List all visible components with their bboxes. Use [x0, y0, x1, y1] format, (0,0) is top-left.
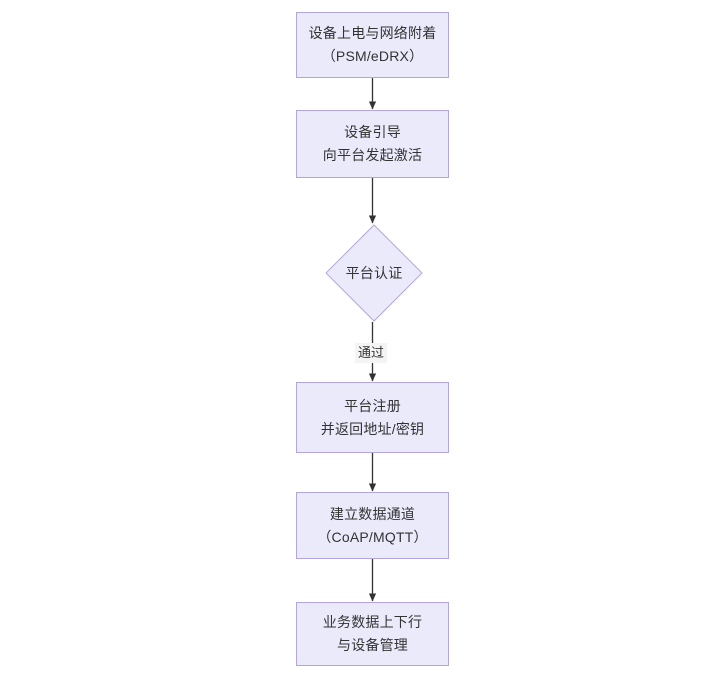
node-label: 设备引导 向平台发起激活	[322, 124, 423, 163]
node-label: 平台注册 并返回地址/密钥	[320, 397, 425, 437]
node-platform-authentication-decision[interactable]: 平台认证	[325, 224, 423, 322]
node-device-power-on[interactable]: 设备上电与网络附着 （PSM/eDRX）	[296, 12, 449, 78]
node-label: 建立数据通道 （CoAP/MQTT）	[317, 505, 428, 545]
node-service-data-and-device-management[interactable]: 业务数据上下行 与设备管理	[296, 602, 449, 666]
node-label: 设备上电与网络附着 （PSM/eDRX）	[308, 25, 437, 64]
diamond-shape	[325, 224, 423, 322]
node-device-bootstrap[interactable]: 设备引导 向平台发起激活	[296, 110, 449, 178]
node-label: 平台认证	[345, 264, 403, 281]
node-platform-registration[interactable]: 平台注册 并返回地址/密钥	[296, 382, 449, 453]
node-establish-data-channel[interactable]: 建立数据通道 （CoAP/MQTT）	[296, 492, 449, 559]
node-label: 业务数据上下行 与设备管理	[322, 614, 423, 653]
edge-label-pass: 通过	[355, 343, 388, 363]
